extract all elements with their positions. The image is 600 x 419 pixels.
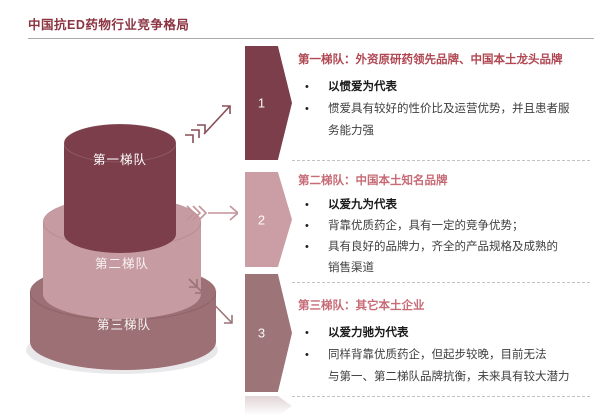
list-item: • 惯爱具有较好的性价比及运营优势，并且患者服 务能力强	[298, 98, 598, 142]
tier-2-chevron: 2	[245, 172, 292, 267]
list-item: • 以爱九为代表	[298, 195, 598, 216]
list-item: • 具有良好的品牌力，齐全的产品规格及成熟的 销售渠道	[298, 237, 598, 279]
tier-1-header: 第一梯队：外资原研药领先品牌、中国本土龙头品牌	[298, 54, 563, 66]
right-arrow-icon	[186, 205, 238, 221]
bullet-icon: •	[305, 241, 309, 253]
tier-1-description: 第一梯队：外资原研药领先品牌、中国本土龙头品牌 • 以惯爱为代表 • 惯爱具有较…	[298, 53, 598, 142]
up-right-growth-arrow-icon	[185, 105, 231, 143]
down-right-arrow-icon	[188, 278, 233, 324]
dashed-divider	[292, 396, 590, 397]
bullet-icon: •	[305, 220, 309, 232]
tier-2-number: 2	[257, 212, 266, 227]
list-item: • 背靠优质药企，具有一定的竞争优势；	[298, 216, 598, 237]
tier-2-label: 第二梯队	[95, 256, 149, 271]
tier-3-number: 3	[257, 325, 266, 341]
tier-pyramid-graphic: 第一梯队 第二梯队 第三梯队	[26, 105, 238, 374]
tier-1-label: 第一梯队	[93, 152, 147, 167]
list-item: • 以惯爱为代表	[298, 76, 598, 98]
chevron-reflection	[245, 396, 292, 416]
bullet-icon: •	[305, 349, 309, 361]
tier-1-cylinder	[63, 123, 177, 253]
list-item: • 同样背靠优质药企，但起步较晚，目前无法 与第一、第二梯队品牌抗衡，未来具有较…	[298, 344, 598, 388]
bullet-icon: •	[305, 327, 309, 339]
dashed-divider	[292, 282, 590, 283]
tier-2-header: 第二梯队：中国本土知名品牌	[298, 175, 448, 187]
tier-3-label: 第三梯队	[97, 317, 151, 332]
tier-3-description: 第三梯队：其它本土企业 • 以爱力驰为代表 • 同样背靠优质药企，但起步较晚，目…	[298, 299, 598, 388]
page-title: 中国抗ED药物行业竞争格局	[28, 18, 190, 32]
tier-1-number: 1	[257, 95, 266, 111]
list-item: • 以爱力驰为代表	[298, 322, 598, 344]
tier-2-description: 第二梯队：中国本土知名品牌 • 以爱九为代表 • 背靠优质药企，具有一定的竞争优…	[298, 174, 598, 279]
bullet-icon: •	[305, 199, 309, 211]
tier-1-chevron: 1	[245, 46, 292, 160]
bullet-icon: •	[305, 81, 309, 93]
tier-3-header: 第三梯队：其它本土企业	[298, 300, 425, 312]
bullet-icon: •	[305, 103, 309, 115]
dashed-divider	[292, 160, 590, 161]
title-divider	[28, 38, 594, 39]
tier-3-chevron: 3	[245, 274, 292, 392]
